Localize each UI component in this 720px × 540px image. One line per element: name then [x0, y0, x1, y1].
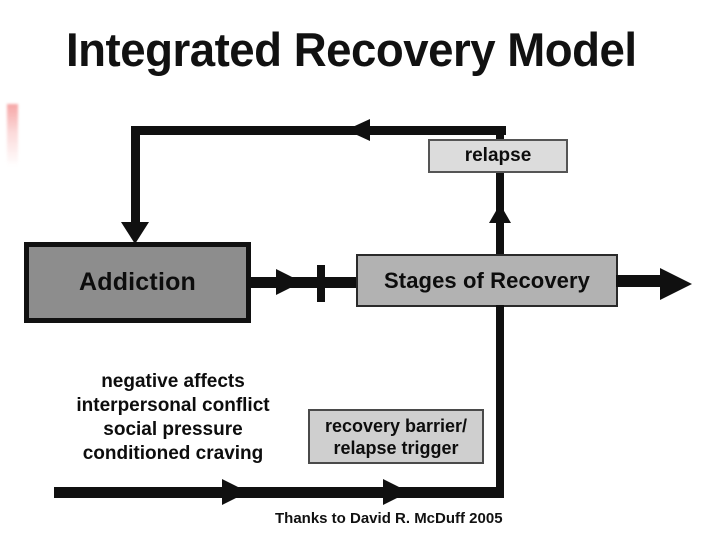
stages-of-recovery-box-label: Stages of Recovery [384, 267, 590, 293]
credit-text: Thanks to David R. McDuff 2005 [275, 510, 503, 527]
triggers-to-stages-arrowhead-1 [222, 479, 248, 505]
stages-exit-line [616, 275, 670, 287]
trigger-line: social pressure [103, 419, 243, 440]
addiction-box[interactable]: Addiction [24, 242, 251, 323]
relapse-to-addiction-arrowhead-down [121, 222, 149, 244]
trigger-list: negative affects interpersonal conflict … [58, 370, 288, 466]
stages-to-relapse-arrowhead-up [489, 204, 511, 223]
addiction-box-label: Addiction [78, 268, 197, 296]
trigger-line: negative affects [101, 371, 245, 392]
trigger-line: interpersonal conflict [76, 395, 270, 416]
relapse-box[interactable]: relapse [428, 139, 568, 173]
relapse-box-label: relapse [464, 145, 532, 166]
trigger-line: conditioned craving [82, 443, 264, 464]
relapse-to-addiction-vertical-line [131, 126, 140, 226]
stages-of-recovery-box[interactable]: Stages of Recovery [356, 254, 618, 307]
stages-exit-arrowhead [660, 268, 692, 300]
page-title: Integrated Recovery Model [66, 23, 637, 76]
addiction-to-stages-line [251, 277, 361, 288]
recovery-barrier-tick [317, 265, 325, 302]
scan-artifact [7, 104, 18, 166]
triggers-to-stages-line [54, 487, 504, 498]
recovery-barrier-line-1: recovery barrier/ [324, 415, 468, 436]
stages-down-line [496, 305, 504, 495]
recovery-barrier-line-2: relapse trigger [333, 437, 459, 458]
relapse-to-addiction-arrowhead-left [346, 119, 370, 141]
recovery-barrier-box[interactable]: recovery barrier/ relapse trigger [308, 409, 484, 464]
triggers-to-stages-arrowhead-2 [383, 479, 409, 505]
relapse-to-addiction-horizontal-line [131, 126, 506, 135]
stages-to-relapse-line [496, 134, 504, 254]
addiction-to-stages-arrowhead [276, 269, 302, 295]
